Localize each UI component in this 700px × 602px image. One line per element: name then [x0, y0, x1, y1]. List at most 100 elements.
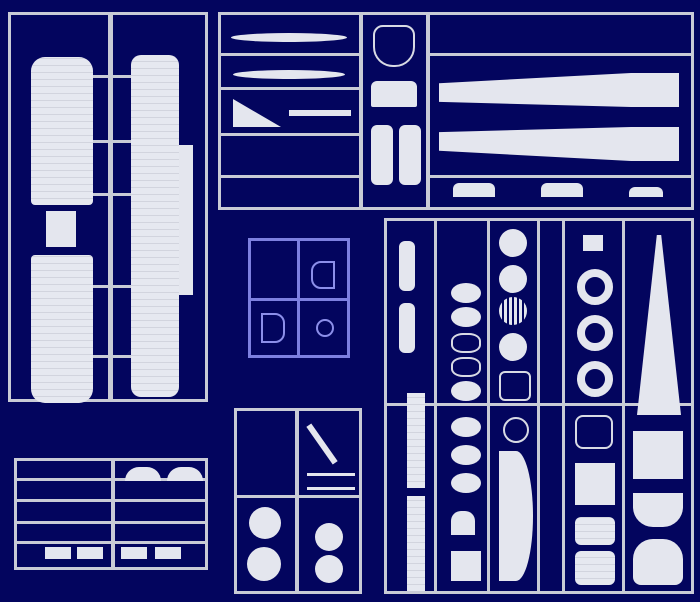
propeller	[231, 33, 347, 42]
sprue-runner	[295, 411, 299, 591]
cabane-strut	[289, 110, 351, 116]
engine-cylinder-head	[125, 467, 161, 481]
sprue-runner	[111, 461, 115, 567]
sprue-runner	[434, 221, 437, 591]
sprue-gate	[93, 75, 131, 78]
sprue-gate	[93, 193, 131, 196]
bulkhead	[629, 187, 663, 197]
access-panel	[451, 283, 481, 303]
engine-disc	[499, 229, 527, 257]
access-panel	[451, 307, 481, 327]
lower-wing-left-panel	[31, 57, 93, 205]
access-panel-frame	[451, 357, 481, 377]
wheel	[247, 547, 281, 581]
sprue-runner	[221, 53, 359, 56]
engine-block	[45, 547, 71, 559]
sprue-runner	[17, 521, 205, 524]
access-panel-frame	[451, 333, 481, 353]
sprue-runner	[622, 221, 625, 591]
turtledeck	[633, 431, 683, 479]
wing-center-section	[46, 211, 76, 247]
sprue-gate	[93, 285, 131, 288]
instrument-panel	[453, 183, 495, 197]
sprue-runner	[562, 221, 565, 591]
sprue-wheels-struts	[234, 408, 362, 594]
sprue-runner	[221, 175, 359, 178]
seat-back	[371, 81, 417, 107]
tail-frame	[306, 423, 338, 465]
access-panel	[451, 473, 481, 493]
nose-cowl	[633, 539, 683, 585]
instrument-panel	[541, 183, 583, 197]
upper-fuselage-decking	[637, 235, 681, 415]
sprue-runner	[221, 133, 359, 136]
upper-wing	[131, 55, 179, 397]
propeller	[233, 70, 345, 79]
sprue-runner	[359, 15, 363, 207]
ribbed-panel	[575, 517, 615, 545]
wheel	[249, 507, 281, 539]
sprue-runner	[426, 15, 430, 207]
sprue-runner	[17, 499, 205, 502]
cockpit-frame	[373, 25, 415, 67]
bulkhead	[575, 415, 613, 449]
sprue-runner	[487, 221, 490, 591]
frame	[499, 371, 531, 401]
sprue-runner	[221, 87, 359, 90]
engine-block	[155, 547, 181, 559]
cowling-panel	[399, 241, 415, 291]
cockpit-side-panel	[371, 125, 393, 185]
lower-wing-right-panel	[31, 255, 93, 403]
sprue-small-parts	[14, 458, 208, 570]
cowling-ring	[577, 269, 613, 305]
sprue-runner	[17, 541, 205, 544]
cockpit-surround	[575, 463, 615, 505]
sprue-runner	[108, 15, 113, 399]
cowling-ring	[577, 361, 613, 397]
windscreen	[311, 261, 335, 289]
wheel	[315, 555, 343, 583]
windscreen	[261, 313, 285, 343]
engine-disc	[499, 265, 527, 293]
sprue-runner	[237, 495, 359, 498]
sprue-runner	[426, 175, 691, 178]
cowl-cap	[451, 511, 475, 535]
sprue-gate	[93, 355, 131, 358]
cowling-ring	[577, 315, 613, 351]
sprue-runner	[17, 478, 205, 481]
sprue-runner	[251, 298, 347, 301]
engine-disc	[499, 333, 527, 361]
sprue-fuselage	[218, 12, 694, 210]
radiator-panel	[407, 393, 425, 488]
cowling-panel	[399, 303, 415, 353]
wheel	[315, 523, 343, 551]
strut	[307, 487, 355, 490]
sprue-gate	[93, 140, 131, 143]
access-panel	[451, 417, 481, 437]
tail-surface	[499, 451, 533, 581]
engine-block	[77, 547, 103, 559]
strut	[307, 473, 355, 476]
sprue-runner	[537, 221, 540, 591]
firewall	[451, 551, 481, 581]
sprue-wings	[8, 12, 208, 403]
fuselage-half-left	[439, 73, 679, 107]
square-part	[583, 235, 603, 251]
engine-cylinder-head	[167, 467, 203, 481]
clear-lens	[316, 319, 334, 337]
sprue-clear-parts	[248, 238, 350, 358]
engine-block	[121, 547, 147, 559]
access-panel	[451, 381, 481, 401]
fin	[233, 99, 281, 127]
radiator-grille	[499, 297, 527, 325]
radiator-panel	[407, 496, 425, 591]
cockpit-side-panel	[399, 125, 421, 185]
access-panel	[451, 445, 481, 465]
engine-mount	[633, 493, 683, 527]
aileron	[179, 145, 193, 295]
sprue-runner	[387, 403, 691, 406]
sprue-cowlings	[384, 218, 694, 594]
engine-ring	[503, 417, 529, 443]
ribbed-panel	[575, 551, 615, 585]
sprue-runner	[426, 53, 691, 56]
